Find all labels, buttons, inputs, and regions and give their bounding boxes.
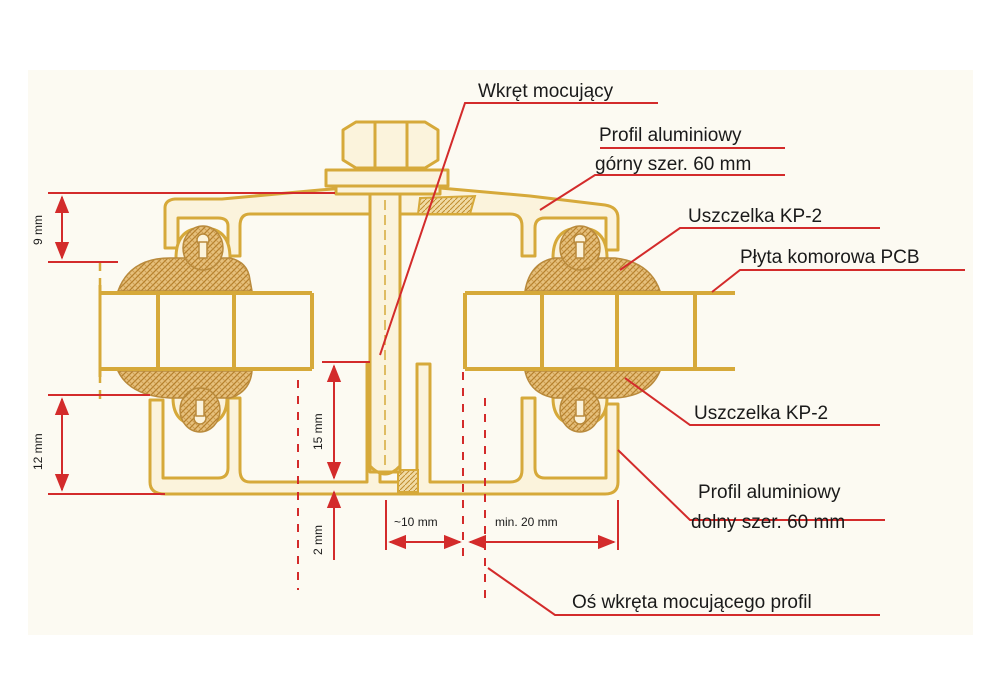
dim-15mm-label: 15 mm <box>311 413 325 450</box>
leader-screw-axis <box>487 567 880 616</box>
pcb-sheet-right <box>463 291 735 371</box>
label-gasket-bottom: Uszczelka KP-2 <box>694 403 828 424</box>
mounting-screw <box>324 120 450 476</box>
gasket-keyholes <box>193 233 587 425</box>
dim-10mm-label: ~10 mm <box>394 515 438 529</box>
leader-gasket-bottom <box>624 377 880 426</box>
top-profile-screw-seat <box>416 194 477 215</box>
dim-12mm-label: 12 mm <box>31 433 45 470</box>
dim-9mm-label: 9 mm <box>31 215 45 245</box>
dimension-lines <box>48 192 619 560</box>
leader-screw <box>379 102 658 356</box>
label-top-profile-2: górny szer. 60 mm <box>595 154 751 175</box>
label-top-profile-1: Profil aluminiowy <box>599 125 742 146</box>
leader-top-profile <box>539 174 785 211</box>
label-gasket-top: Uszczelka KP-2 <box>688 206 822 227</box>
label-pcb-sheet: Płyta komorowa PCB <box>740 247 920 268</box>
axis-lines <box>297 372 486 600</box>
gaskets <box>116 225 662 433</box>
leader-pcb <box>711 269 965 293</box>
label-bottom-profile-1: Profil aluminiowy <box>698 482 841 503</box>
leader-gasket-top <box>619 227 880 271</box>
bottom-profile-screw-seat <box>397 469 419 493</box>
label-screw: Wkręt mocujący <box>478 81 614 102</box>
label-bottom-profile-2: dolny szer. 60 mm <box>691 512 845 533</box>
leader-lines <box>379 102 965 616</box>
leader-bottom-profile <box>617 449 885 521</box>
screw-washer <box>324 168 450 188</box>
dim-20mm-label: min. 20 mm <box>495 515 558 529</box>
label-screw-axis: Oś wkręta mocującego profil <box>572 592 812 613</box>
screw-head <box>341 120 440 170</box>
dim-2mm-label: 2 mm <box>311 525 325 555</box>
background-panel <box>28 70 973 635</box>
gasket-top-left <box>116 257 253 292</box>
